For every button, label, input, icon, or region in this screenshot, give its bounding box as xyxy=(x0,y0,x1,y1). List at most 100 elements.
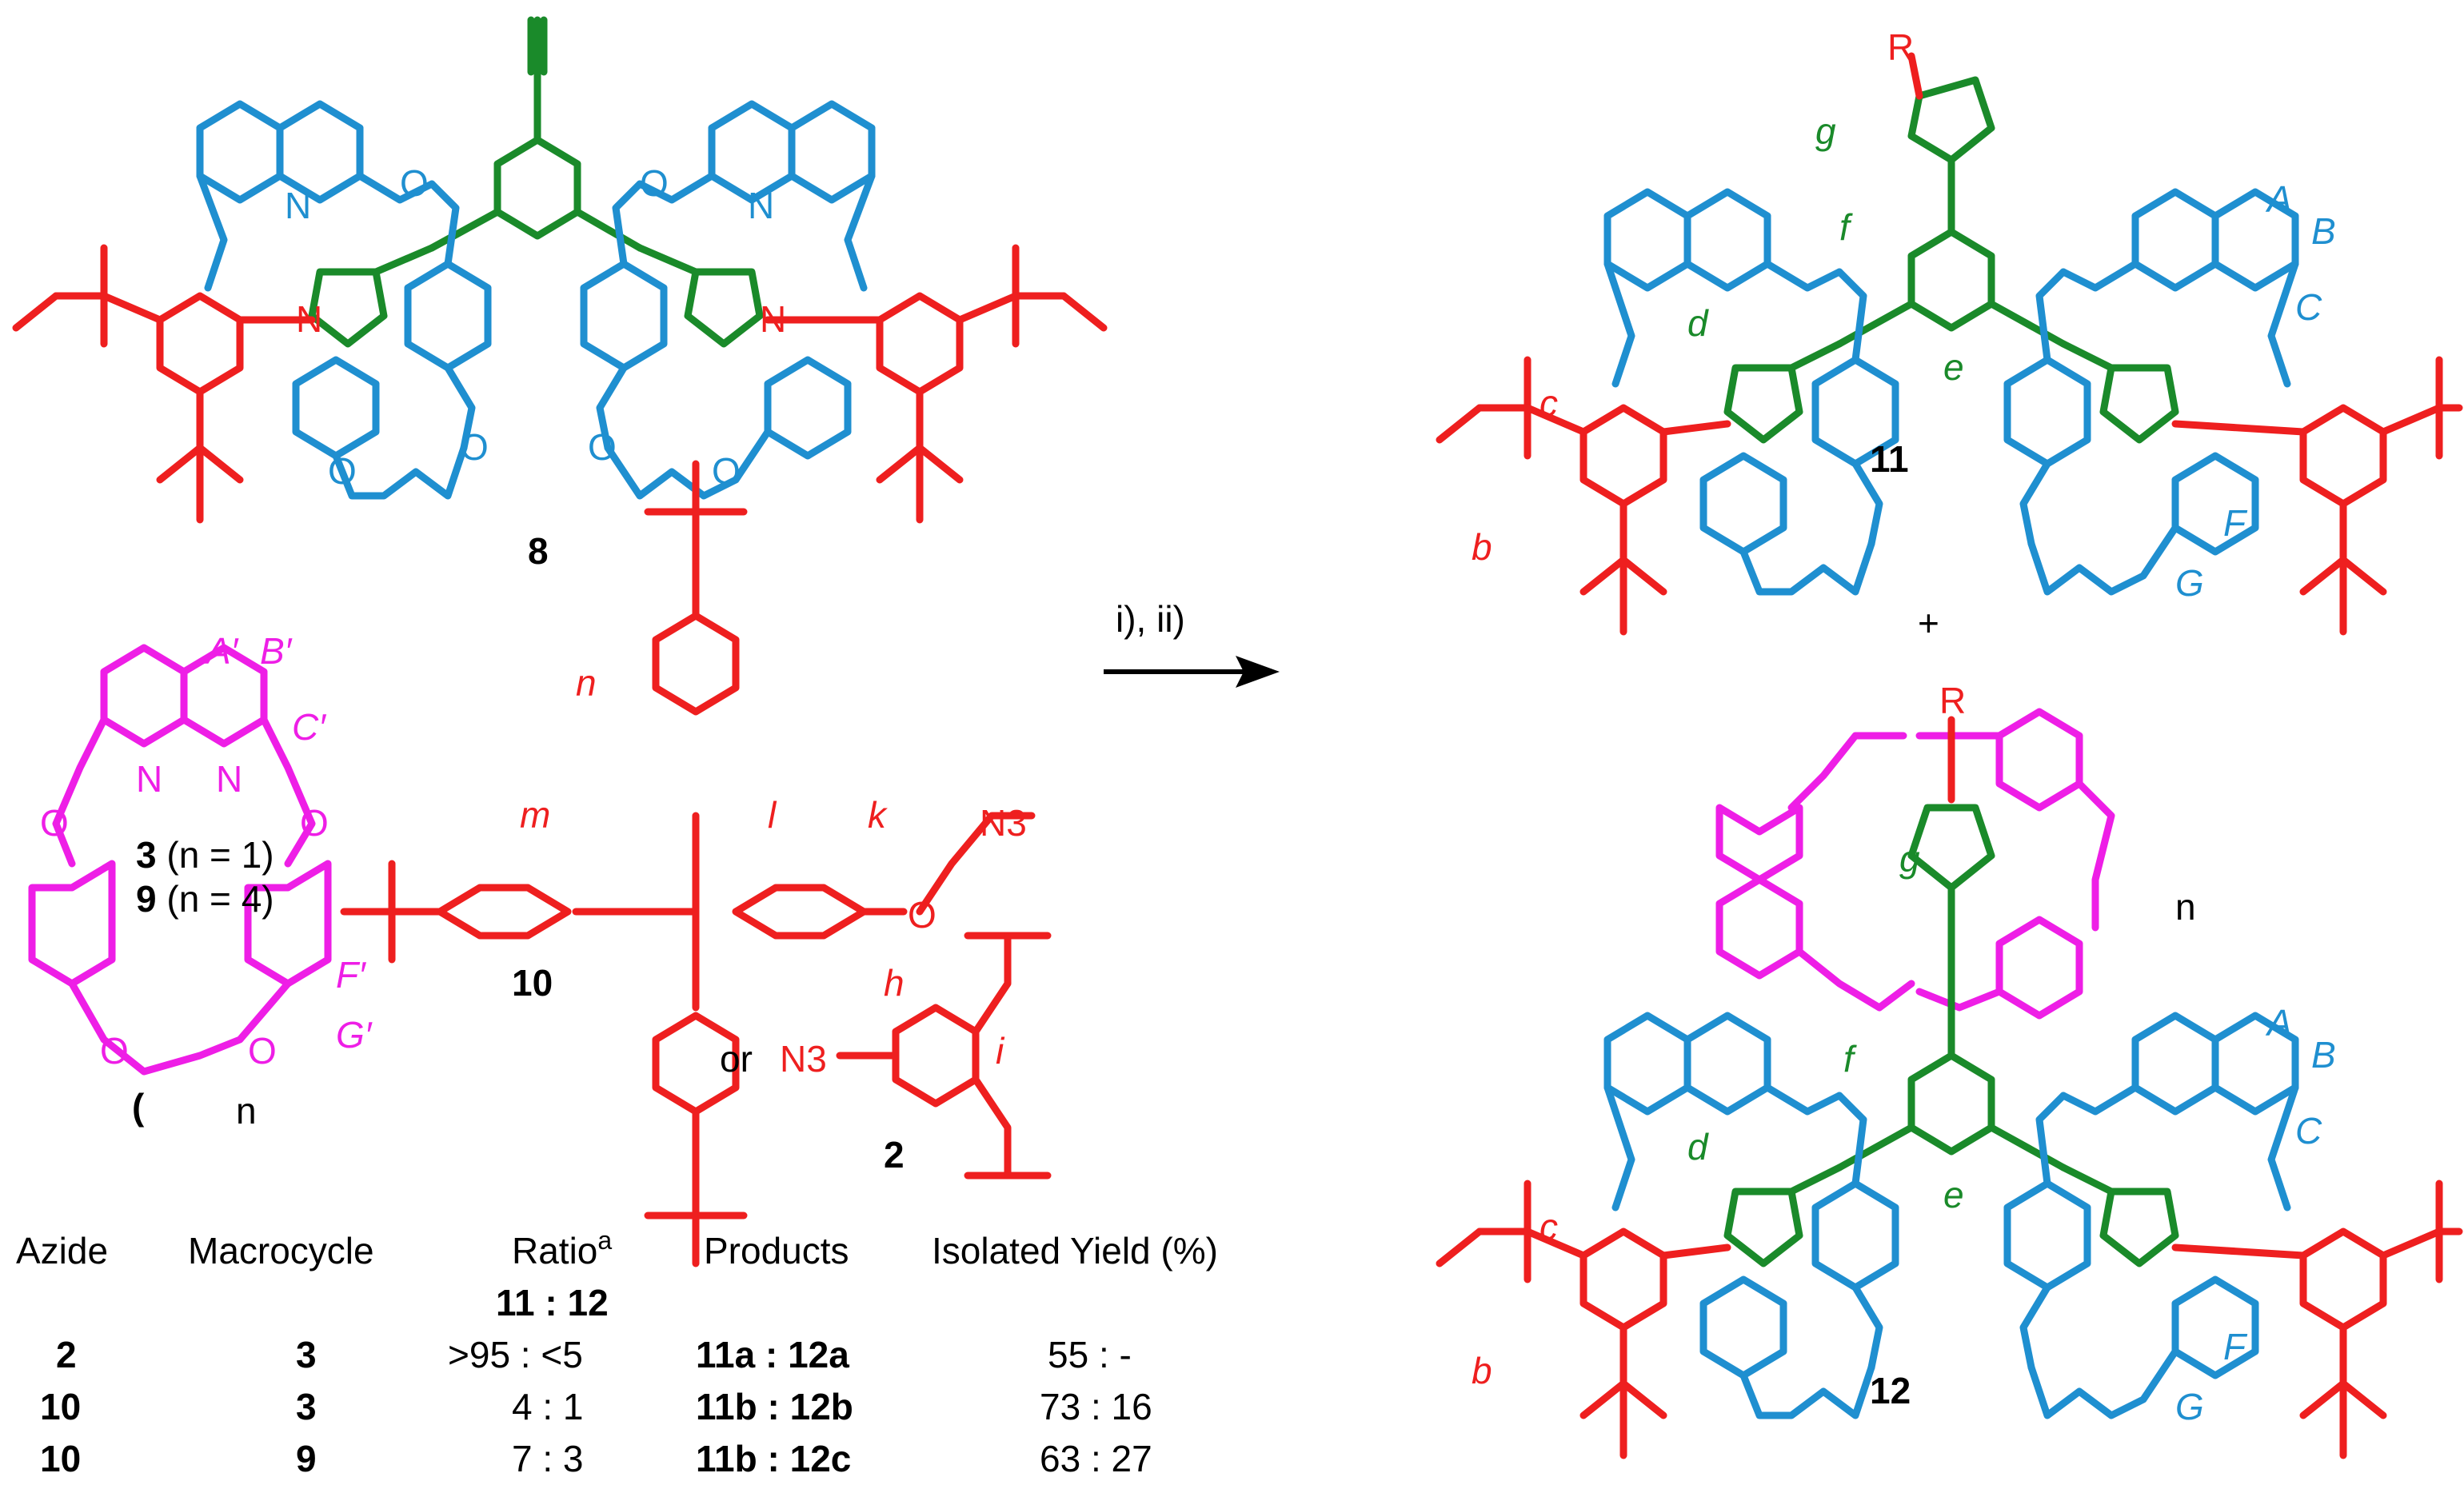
proton-label: B′ xyxy=(260,630,293,672)
ratio-superscript: a xyxy=(597,1226,612,1255)
proton-label: G′ xyxy=(336,1014,373,1056)
atom-n: N xyxy=(285,185,311,226)
proton-label: G xyxy=(2175,562,2204,604)
proton-label: e xyxy=(1943,1174,1964,1216)
atom-n: N xyxy=(136,758,162,800)
or-text: or xyxy=(720,1038,753,1080)
atom-n: N xyxy=(296,298,322,340)
atom-n: N xyxy=(748,185,774,226)
compound-8-structure: N N O O O O O O N N 8 xyxy=(12,16,1108,572)
table-cell-yield: 73 : 16 xyxy=(1040,1386,1152,1427)
table-cell-yield: 55 : - xyxy=(1048,1334,1132,1375)
r-group: R xyxy=(1939,680,1966,721)
proton-label: e xyxy=(1943,346,1964,388)
reaction-arrow: i), ii) xyxy=(1104,598,1280,688)
compound-3-label: 3 xyxy=(136,834,157,876)
results-table: Azide Macrocycle Ratioa Products Isolate… xyxy=(16,1226,1218,1479)
atom-o: O xyxy=(40,802,69,844)
table-cell-ratio: 4 : 1 xyxy=(512,1386,584,1427)
proton-label: k xyxy=(868,794,888,836)
proton-label: C′ xyxy=(292,706,326,748)
proton-label: F′ xyxy=(336,954,366,996)
proton-label: F xyxy=(2223,1326,2248,1367)
table-cell-ratio: 7 : 3 xyxy=(512,1438,584,1479)
macrocycle-3-9-structure: N N O O O O A′ B′ C′ F′ G′ 3 (n = 1) 9 (… xyxy=(28,630,373,1132)
table-cell-ratio: >95 : <5 xyxy=(448,1334,583,1375)
proton-label: m xyxy=(520,794,550,836)
proton-label: G xyxy=(2175,1386,2204,1427)
proton-label: A xyxy=(2265,178,2292,220)
compound-11-label: 11 xyxy=(1870,438,1909,480)
table-cell-products: 11a : 12a xyxy=(696,1334,849,1375)
atom-o: O xyxy=(248,1030,277,1072)
proton-label: l xyxy=(768,794,777,836)
proton-label: f xyxy=(1839,206,1853,248)
atom-o: O xyxy=(100,1030,129,1072)
proton-label: d xyxy=(1687,1126,1709,1168)
atom-n: N xyxy=(216,758,242,800)
atom-o: O xyxy=(300,802,329,844)
proton-label: C xyxy=(2295,1110,2322,1152)
product-11-structure: R 11 + g f d e c b A B C F G xyxy=(1436,26,2463,644)
r-group: R xyxy=(1887,26,1914,68)
proton-label: g xyxy=(1815,110,1836,152)
atom-o: O xyxy=(328,450,357,492)
compound-12-label: 12 xyxy=(1870,1370,1911,1411)
proton-label: b xyxy=(1472,526,1492,568)
azide-10-structure: O N3 n m l k 10 xyxy=(340,460,1036,1267)
atom-n-sub: n xyxy=(236,1090,257,1132)
plus-sign: + xyxy=(1918,602,1939,644)
proton-label: g xyxy=(1899,838,1920,880)
atom-o: O xyxy=(640,162,669,204)
table-cell-macrocycle: 9 xyxy=(296,1438,317,1479)
table-cell-azide: 2 xyxy=(56,1334,77,1375)
atom-o: O xyxy=(460,426,489,468)
macrocycle-3-line: 3 (n = 1) xyxy=(136,834,274,876)
reaction-conditions: i), ii) xyxy=(1116,598,1185,640)
compound-3-note: (n = 1) xyxy=(166,834,274,876)
proton-label: B xyxy=(2311,210,2336,252)
atom-o: O xyxy=(908,894,936,936)
ratio-subheader: 11 : 12 xyxy=(496,1282,609,1323)
table-cell-macrocycle: 3 xyxy=(296,1386,317,1427)
paren-n: n xyxy=(2175,886,2196,928)
atom-o: O xyxy=(400,162,429,204)
table-cell-products: 11b : 12c xyxy=(696,1438,851,1479)
proton-label: d xyxy=(1687,302,1709,344)
proton-label: n xyxy=(576,662,597,704)
proton-label: f xyxy=(1843,1038,1857,1080)
proton-label: b xyxy=(1472,1350,1492,1391)
proton-label: h xyxy=(884,962,905,1004)
table-cell-azide: 10 xyxy=(40,1438,81,1479)
proton-label: A xyxy=(2265,1002,2292,1044)
proton-label: A′ xyxy=(204,630,239,672)
compound-10-label: 10 xyxy=(512,962,553,1004)
table-cell-yield: 63 : 27 xyxy=(1040,1438,1152,1479)
azide-n3: N3 xyxy=(780,1038,827,1080)
table-cell-products: 11b : 12b xyxy=(696,1386,853,1427)
table-header-ratio: Ratioa xyxy=(512,1226,612,1271)
atom-n: N xyxy=(760,298,786,340)
compound-8-label: 8 xyxy=(528,530,549,572)
table-header-azide: Azide xyxy=(16,1230,108,1271)
proton-label: c xyxy=(1540,382,1558,424)
azide-n3: N3 xyxy=(980,802,1027,844)
table-header-yield: Isolated Yield (%) xyxy=(932,1230,1218,1271)
atom-o: O xyxy=(712,450,741,492)
table-header-products: Products xyxy=(704,1230,849,1271)
azide-2-structure: or N3 h i 2 xyxy=(720,932,1052,1180)
proton-label: i xyxy=(996,1030,1005,1072)
macrocycle-9-line: 9 (n = 4) xyxy=(136,878,274,920)
proton-label: c xyxy=(1540,1206,1558,1247)
compound-2-label: 2 xyxy=(884,1134,905,1176)
compound-9-note: (n = 4) xyxy=(166,878,274,920)
ratio-label: Ratio xyxy=(512,1230,597,1271)
table-cell-macrocycle: 3 xyxy=(296,1334,317,1375)
atom-o: O xyxy=(588,426,617,468)
proton-label: F xyxy=(2223,502,2248,544)
table-header-macrocycle: Macrocycle xyxy=(188,1230,374,1271)
proton-label: B xyxy=(2311,1034,2336,1076)
table-cell-azide: 10 xyxy=(40,1386,81,1427)
product-12-structure: R n 12 g f d e c b A B C F G xyxy=(1436,680,2463,1459)
